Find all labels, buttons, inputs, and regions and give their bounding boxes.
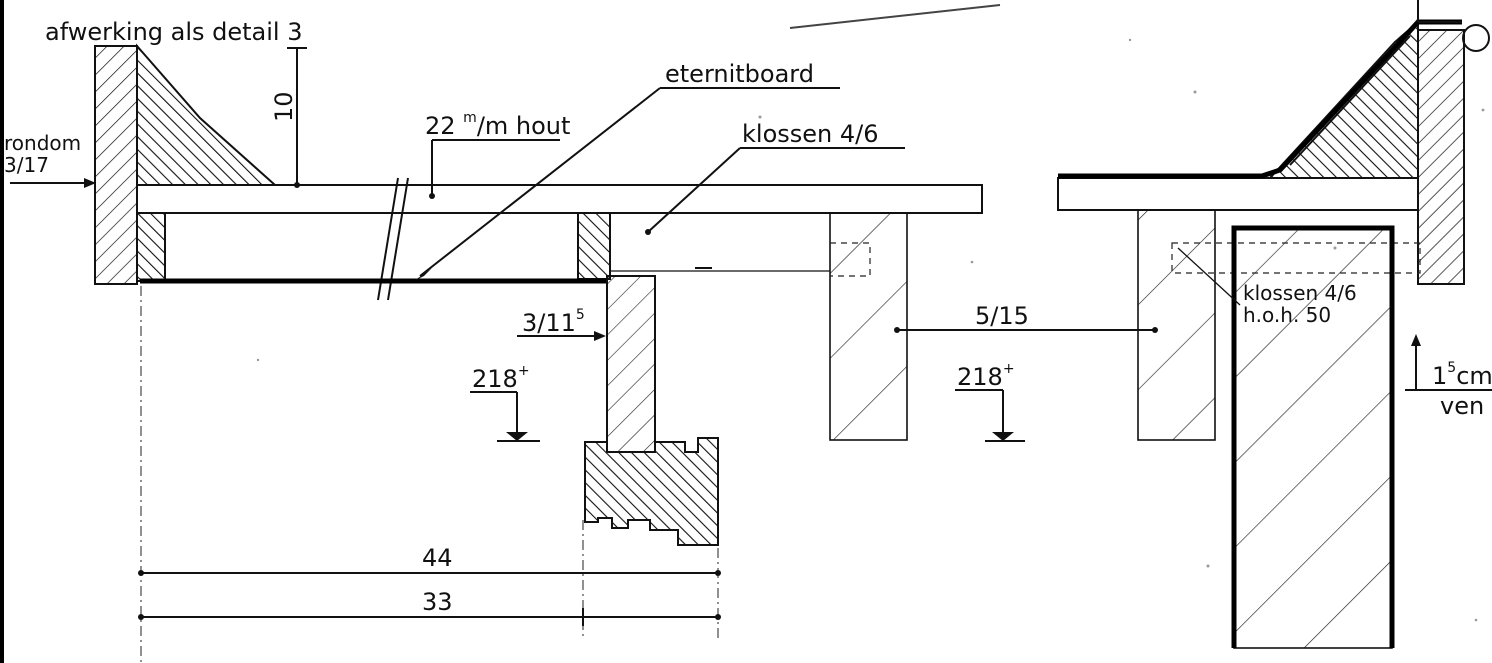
- label-right-dim-sup: 5: [1447, 360, 1456, 376]
- leaders: [10, 87, 1492, 391]
- label-plank-base: 3/11: [522, 309, 576, 337]
- label-afwerking: afwerking als detail 3: [45, 18, 303, 46]
- label-rondom-1: rondom: [4, 131, 81, 155]
- label-level-right-base: 218: [957, 363, 1003, 391]
- label-dim-44: 44: [422, 544, 453, 572]
- membrane-parallel: [1289, 35, 1411, 166]
- label-right-vent: ven: [1440, 392, 1484, 420]
- level-marker-left: [470, 391, 540, 442]
- gutter-roll: [1462, 24, 1490, 52]
- label-right-dim: 15cm: [1432, 360, 1492, 390]
- beam-block-dashed: [829, 242, 871, 277]
- beam-5-15: [829, 212, 908, 441]
- label-level-left-base: 218: [472, 365, 518, 393]
- label-hout: 22 m/m hout: [425, 110, 570, 140]
- level-marker-right: [955, 389, 1025, 442]
- label-klossen-right-2: h.o.h. 50: [1243, 303, 1331, 327]
- dim-dot-33-right: [715, 614, 721, 620]
- block-right: [577, 212, 611, 280]
- roof-board: [136, 184, 983, 214]
- window-frame-profile: [584, 437, 719, 546]
- dim-dot-33-left: [138, 614, 144, 620]
- label-dim-33: 33: [422, 588, 453, 616]
- label-level-left-sup: +: [518, 363, 530, 379]
- beam-right: [1137, 209, 1216, 441]
- dim-dot-44-right: [715, 570, 721, 576]
- label-level-left: 218+: [472, 363, 530, 393]
- label-right-dim-base: 1: [1432, 362, 1447, 390]
- label-klossen-top: klossen 4/6: [742, 120, 879, 148]
- label-level-right: 218+: [957, 361, 1015, 391]
- left-detail: [94, 43, 983, 546]
- dim-height-10-dot: [294, 182, 300, 188]
- parapet-post: [1417, 29, 1465, 285]
- label-hout-sup: m: [463, 110, 477, 126]
- label-eternitboard: eternitboard: [665, 60, 814, 88]
- label-klossen-right-1: klossen 4/6: [1243, 281, 1357, 305]
- vertical-plank: [606, 275, 656, 453]
- upstand-triangle: [136, 43, 278, 186]
- label-hout-suffix: /m hout: [477, 112, 571, 140]
- label-right-dim-unit: cm: [1456, 362, 1492, 390]
- label-level-right-sup: +: [1003, 361, 1015, 377]
- wall-outline: [1231, 225, 1395, 648]
- dim-dot-44-left: [138, 570, 144, 576]
- block-left: [136, 212, 166, 282]
- rim-post: [94, 45, 138, 285]
- label-rondom-2: 3/17: [4, 153, 49, 177]
- label-height-10: 10: [270, 91, 298, 122]
- label-plank: 3/115: [522, 307, 585, 337]
- wall-hatch: [1233, 227, 1393, 649]
- right-detail: [1057, 0, 1490, 649]
- label-hout-prefix: 22: [425, 112, 463, 140]
- label-plank-sup: 5: [576, 307, 585, 323]
- label-beam: 5/15: [975, 302, 1029, 330]
- roof-board-right: [1057, 177, 1419, 211]
- dimensions: [138, 47, 721, 663]
